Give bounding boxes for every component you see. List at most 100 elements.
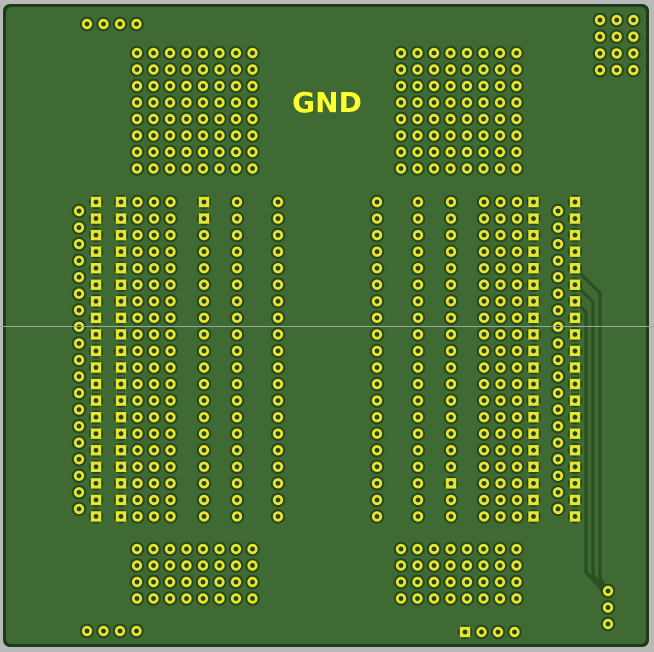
pad-icon[interactable] [96,623,111,639]
pad-icon[interactable] [493,393,508,408]
pad-icon[interactable] [245,78,260,94]
pad-icon[interactable] [129,623,144,639]
pad-icon[interactable] [212,144,227,160]
pad-icon[interactable] [146,128,161,143]
square-pad-icon[interactable] [196,211,212,226]
pad-icon[interactable] [146,360,162,375]
pad-icon[interactable] [609,12,624,28]
pad-icon[interactable] [229,376,245,392]
pad-icon[interactable] [509,393,525,408]
pad-icon[interactable] [476,509,492,524]
pad-icon[interactable] [426,62,442,77]
pad-icon[interactable] [410,409,426,425]
pad-icon[interactable] [163,343,178,359]
square-pad-icon[interactable] [526,459,541,474]
pad-icon[interactable] [550,303,566,318]
pad-icon[interactable] [71,253,87,268]
square-pad-icon[interactable] [567,343,583,359]
pad-icon[interactable] [130,211,145,226]
pad-icon[interactable] [369,194,385,210]
pad-icon[interactable] [550,369,566,384]
pad-icon[interactable] [443,591,458,606]
pad-icon[interactable] [71,203,87,219]
pad-icon[interactable] [196,459,212,474]
pad-icon[interactable] [426,591,442,606]
square-pad-icon[interactable] [457,624,473,640]
square-pad-icon[interactable] [113,327,129,342]
pad-icon[interactable] [410,227,426,243]
pad-icon[interactable] [490,624,506,640]
pad-icon[interactable] [163,327,178,342]
pad-icon[interactable] [509,244,525,259]
pad-icon[interactable] [162,45,178,61]
pad-icon[interactable] [509,343,525,359]
pad-icon[interactable] [179,541,194,557]
pad-icon[interactable] [509,558,524,573]
pad-icon[interactable] [163,211,178,226]
pad-icon[interactable] [71,303,87,318]
square-pad-icon[interactable] [88,443,104,458]
square-pad-icon[interactable] [567,360,583,375]
pad-icon[interactable] [476,376,492,392]
pad-icon[interactable] [71,270,87,285]
pad-icon[interactable] [146,261,162,276]
pad-icon[interactable] [426,78,442,94]
pad-icon[interactable] [493,443,508,458]
pad-icon[interactable] [71,220,87,235]
pad-icon[interactable] [196,360,212,375]
pad-icon[interactable] [443,426,459,441]
pad-icon[interactable] [270,244,286,259]
pad-icon[interactable] [229,277,245,292]
pad-icon[interactable] [129,541,145,557]
square-pad-icon[interactable] [567,443,583,458]
pad-icon[interactable] [476,558,491,573]
pad-icon[interactable] [474,624,489,640]
pad-icon[interactable] [509,426,525,441]
pad-icon[interactable] [443,574,458,590]
pad-icon[interactable] [459,558,475,573]
pad-icon[interactable] [229,244,245,259]
square-pad-icon[interactable] [567,211,583,226]
pad-icon[interactable] [146,45,161,61]
pad-icon[interactable] [493,277,508,292]
pad-icon[interactable] [245,144,260,160]
square-pad-icon[interactable] [443,476,459,491]
pad-icon[interactable] [229,211,245,226]
pad-icon[interactable] [163,393,178,408]
square-pad-icon[interactable] [113,492,129,508]
pad-icon[interactable] [129,95,145,110]
pad-icon[interactable] [509,574,524,590]
square-pad-icon[interactable] [567,476,583,491]
square-pad-icon[interactable] [526,227,541,243]
pad-icon[interactable] [146,95,161,110]
pad-icon[interactable] [626,46,641,61]
pad-icon[interactable] [443,294,459,309]
pad-icon[interactable] [509,591,524,606]
pad-icon[interactable] [410,376,426,392]
pad-icon[interactable] [130,294,145,309]
pad-icon[interactable] [71,501,87,517]
pad-icon[interactable] [162,128,178,143]
pad-icon[interactable] [270,227,286,243]
square-pad-icon[interactable] [113,343,129,359]
pad-icon[interactable] [609,62,624,78]
pad-icon[interactable] [129,161,145,176]
pad-icon[interactable] [476,360,492,375]
pad-icon[interactable] [130,227,145,243]
pad-icon[interactable] [443,95,458,110]
pad-icon[interactable] [509,541,524,557]
pad-icon[interactable] [129,16,144,32]
pad-icon[interactable] [459,78,475,94]
pad-icon[interactable] [146,509,162,524]
pad-icon[interactable] [459,95,475,110]
pad-icon[interactable] [162,541,178,557]
pad-icon[interactable] [369,393,385,408]
pad-icon[interactable] [196,492,212,508]
pad-icon[interactable] [130,393,145,408]
pad-icon[interactable] [270,426,286,441]
pad-icon[interactable] [228,144,244,160]
pad-icon[interactable] [229,476,245,491]
pad-icon[interactable] [228,62,244,77]
pad-icon[interactable] [393,541,409,557]
pad-icon[interactable] [443,227,459,243]
